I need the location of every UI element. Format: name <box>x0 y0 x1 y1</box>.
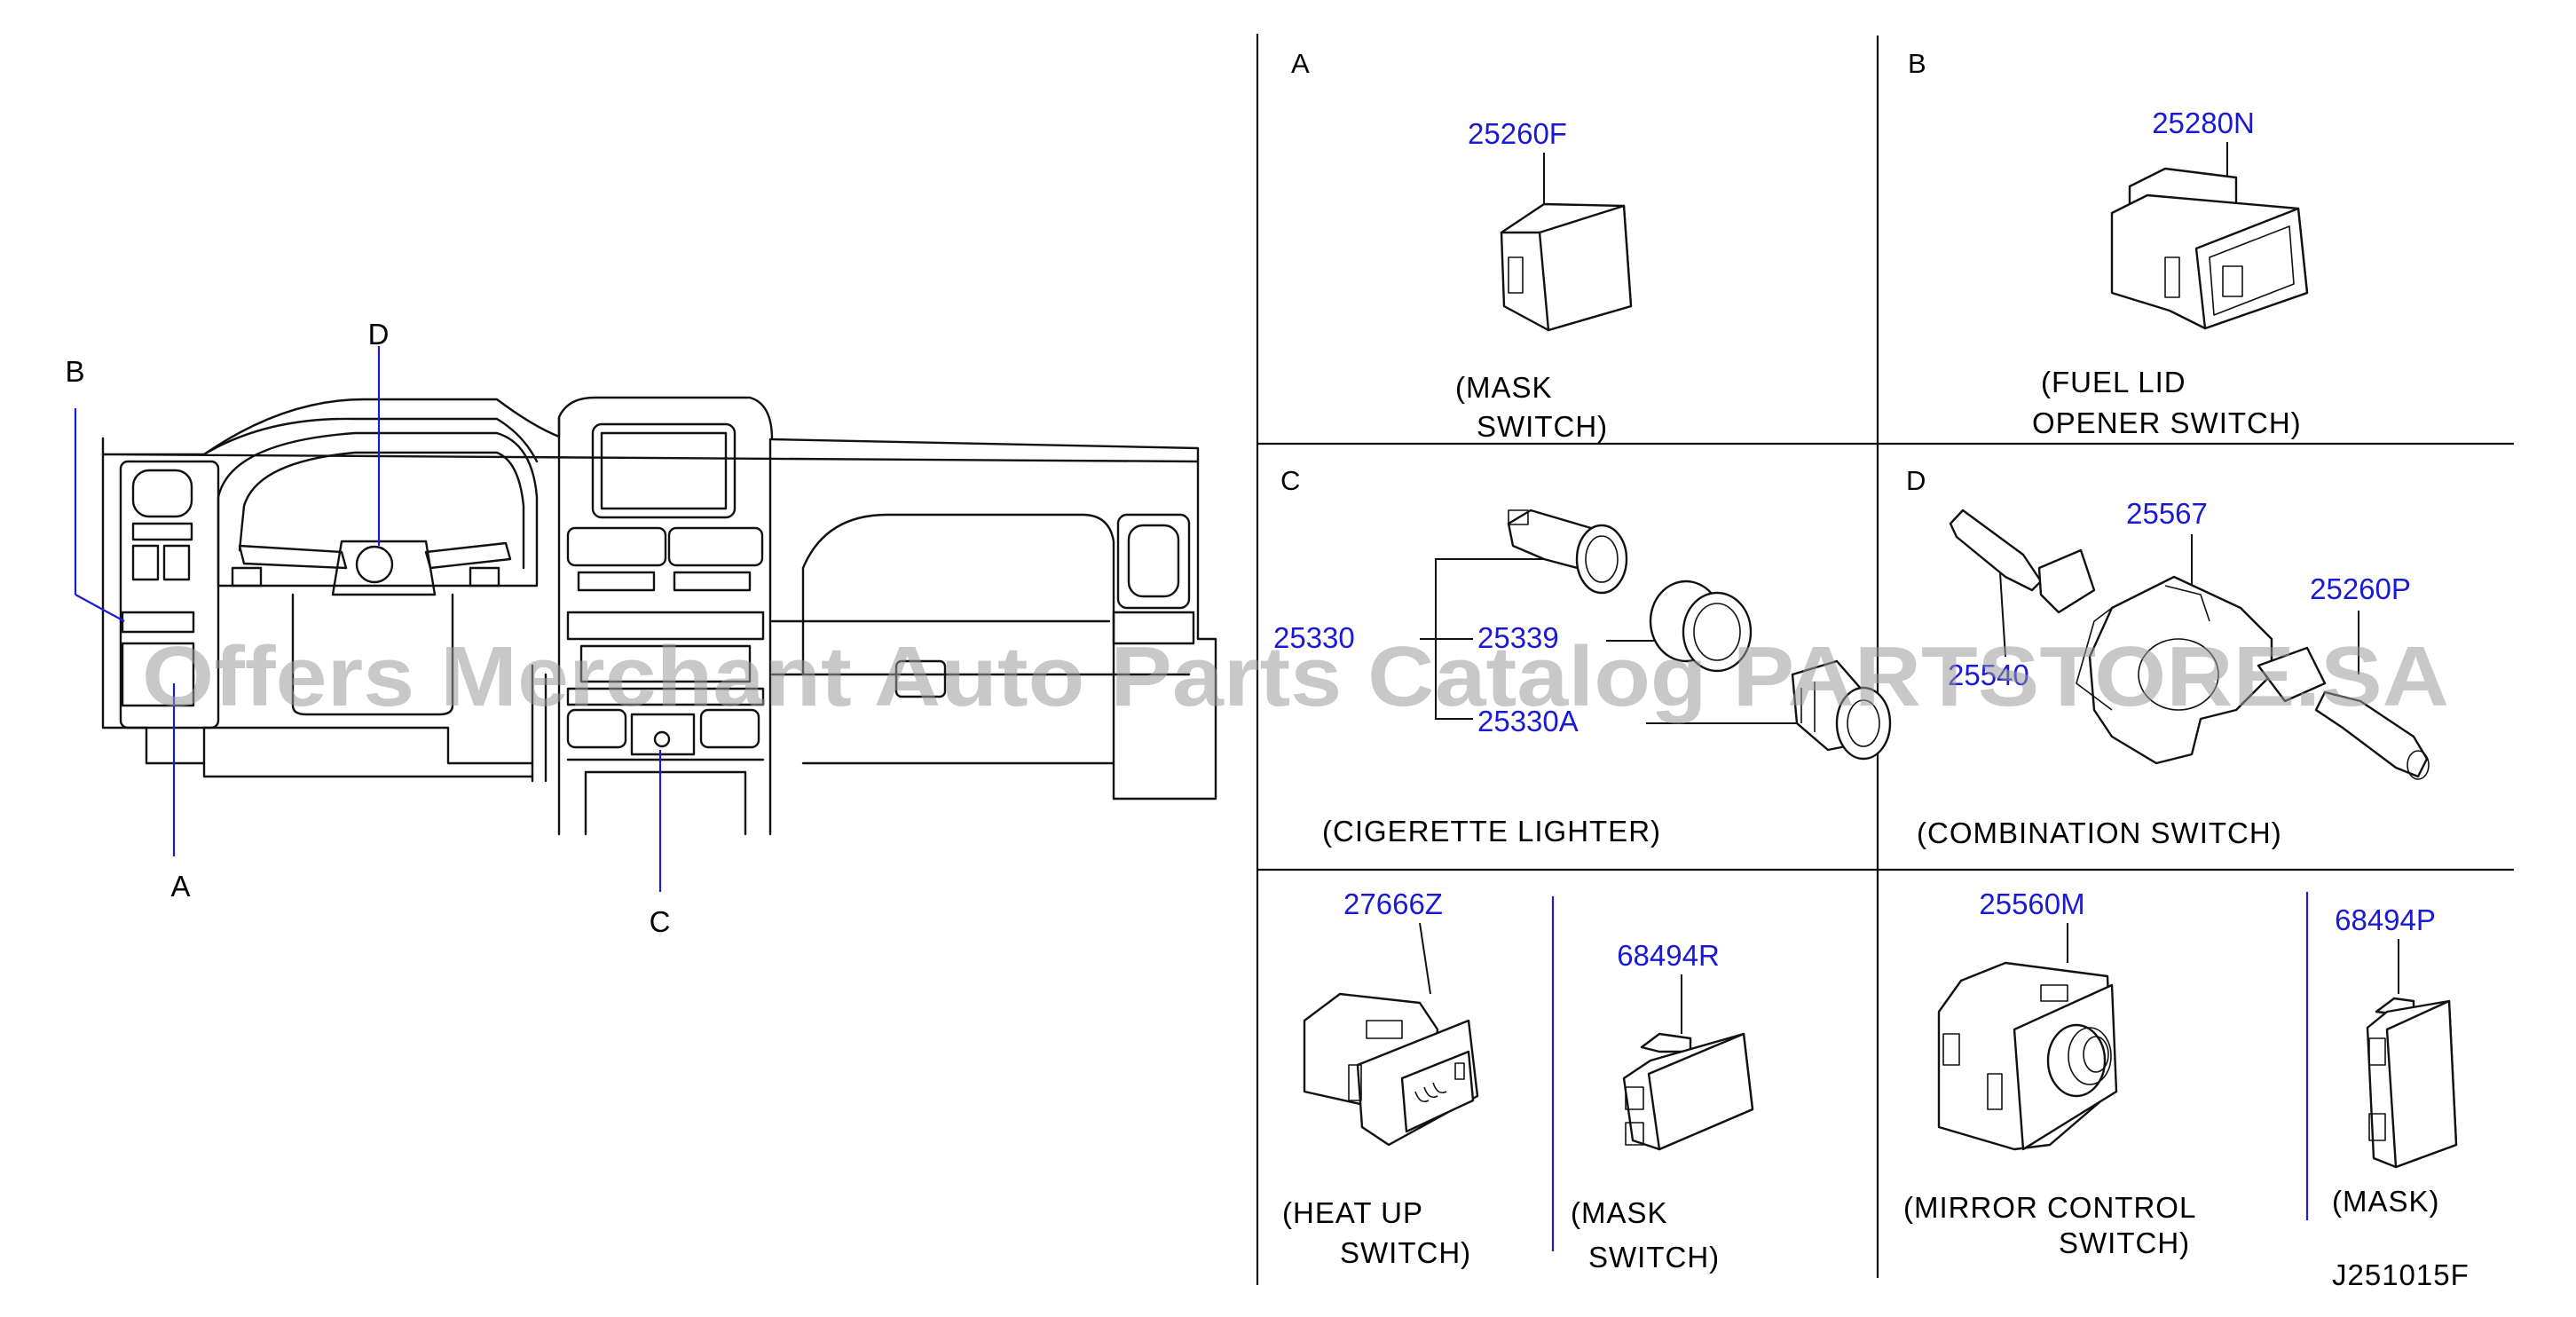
callout-b[interactable]: B <box>65 355 85 388</box>
part-68494P[interactable]: 68494P <box>2335 903 2436 936</box>
dashboard-overview: B D A C <box>65 318 1217 938</box>
part-25260F[interactable]: 25260F <box>1468 117 1567 150</box>
combination-switch-drawing <box>1949 509 2430 780</box>
section-heat-up: 27666Z (HEAT UP SWITCH) <box>1282 887 1479 1269</box>
part-25330A[interactable]: 25330A <box>1477 705 1579 737</box>
part-25330[interactable]: 25330 <box>1273 621 1355 654</box>
watermark: Offers Merchant Auto Parts Catalog PARTS… <box>142 629 2449 724</box>
cigarette-lighter-drawing <box>1507 509 1892 761</box>
section-d: D 25567 25260P 25540 (COMBINATION SWITCH… <box>1906 465 2430 849</box>
section-b: B 25280N (FUEL LID OPENER SWITCH) <box>1908 48 2309 439</box>
part-25567[interactable]: 25567 <box>2126 497 2208 530</box>
section-a-letter: A <box>1291 48 1310 79</box>
part-25540[interactable]: 25540 <box>1948 658 2029 691</box>
section-mask-p: 68494P (MASK) <box>2332 903 2458 1218</box>
diagram-code: J251015F <box>2332 1258 2470 1291</box>
heat-up-switch-drawing <box>1303 992 1479 1147</box>
section-c: C 25330 25339 25330A (CIGERETTE LIGHTER) <box>1273 465 1892 848</box>
part-25560M[interactable]: 25560M <box>1979 887 2084 920</box>
caption-b: (FUEL LID OPENER SWITCH) <box>2032 366 2302 439</box>
mirror-control-switch-drawing <box>1937 961 2118 1151</box>
mask-switch-r-drawing <box>1622 1032 1754 1151</box>
section-a: A 25260F (MASK SWITCH) <box>1291 48 1633 443</box>
section-b-letter: B <box>1908 48 1926 79</box>
fuel-lid-switch-drawing <box>2110 167 2309 330</box>
caption-d: (COMBINATION SWITCH) <box>1917 816 2282 849</box>
caption-c: (CIGERETTE LIGHTER) <box>1322 815 1661 848</box>
section-d-letter: D <box>1906 465 1926 496</box>
part-25260P[interactable]: 25260P <box>2310 572 2411 605</box>
callout-a[interactable]: A <box>170 870 191 903</box>
caption-a: (MASK SWITCH) <box>1455 371 1608 443</box>
section-c-letter: C <box>1280 465 1300 496</box>
part-68494R[interactable]: 68494R <box>1617 939 1720 972</box>
section-mask-r: 68494R (MASK SWITCH) <box>1571 939 1754 1274</box>
caption-mirror: (MIRROR CONTROL SWITCH) <box>1903 1191 2204 1259</box>
callout-c[interactable]: C <box>650 905 672 938</box>
mask-p-drawing <box>2366 997 2458 1169</box>
mask-switch-drawing <box>1500 202 1633 332</box>
panel-grid <box>1256 34 2514 1285</box>
part-25280N[interactable]: 25280N <box>2152 106 2255 139</box>
caption-mask-r: (MASK SWITCH) <box>1571 1196 1720 1274</box>
part-25339[interactable]: 25339 <box>1477 621 1559 654</box>
caption-mask-p: (MASK) <box>2332 1185 2440 1218</box>
section-mirror: 25560M (MIRROR CONTROL SWITCH) <box>1903 887 2204 1259</box>
callout-d[interactable]: D <box>368 318 390 351</box>
part-27666Z[interactable]: 27666Z <box>1343 887 1443 920</box>
caption-heat-up: (HEAT UP SWITCH) <box>1282 1196 1471 1269</box>
